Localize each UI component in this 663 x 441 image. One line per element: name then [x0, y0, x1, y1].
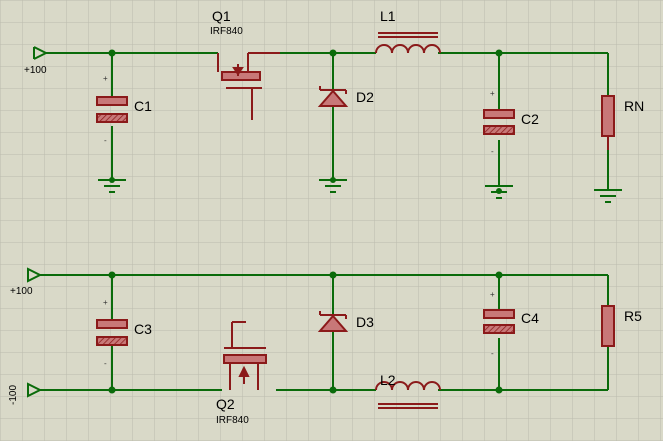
- component-ref: C2: [521, 111, 539, 127]
- inductor-l2[interactable]: L2: [375, 372, 441, 409]
- resistor-r5[interactable]: R5: [601, 305, 642, 347]
- component-part: IRF840: [216, 415, 249, 426]
- terminal-label: +100: [10, 286, 33, 297]
- component-ref: D2: [356, 89, 374, 105]
- capacitor-c1[interactable]: + - C1: [96, 74, 152, 145]
- pin-minus: -: [491, 349, 494, 358]
- pin-minus: -: [104, 359, 107, 368]
- terminal-bottom-return[interactable]: -100: [8, 382, 43, 405]
- terminal-label: -100: [8, 385, 19, 405]
- component-ref: D3: [356, 314, 374, 330]
- bottom-circuit: +100 -100 + - C3 Q2: [8, 267, 642, 426]
- component-ref: Q2: [216, 396, 235, 412]
- bottom-wires: [40, 274, 609, 391]
- pin-plus: +: [103, 74, 108, 83]
- pin-minus: -: [104, 136, 107, 145]
- capacitor-c4[interactable]: + - C4: [483, 290, 539, 358]
- component-ref: C1: [134, 98, 152, 114]
- component-ref: RN: [624, 98, 644, 114]
- top-junctions: [108, 49, 503, 194]
- diode-d2[interactable]: D2: [317, 86, 374, 107]
- terminal-label: +100: [24, 65, 47, 76]
- component-part: IRF840: [210, 26, 243, 37]
- pin-minus: -: [491, 147, 494, 156]
- top-wires: [46, 52, 609, 190]
- bottom-junctions: [108, 271, 503, 394]
- ground-icon: [319, 179, 347, 193]
- component-ref: C3: [134, 321, 152, 337]
- top-circuit: +100 Q1 IRF840 L1: [24, 8, 644, 203]
- terminal-arrow-icon: [33, 46, 47, 60]
- resistor-rn[interactable]: RN: [601, 95, 644, 150]
- ground-icon: [594, 189, 622, 203]
- capacitor-c2[interactable]: + - C2: [483, 89, 539, 156]
- component-ref: C4: [521, 310, 539, 326]
- diode-d3[interactable]: D3: [317, 311, 374, 332]
- terminal-top-supply[interactable]: +100: [24, 46, 47, 76]
- terminal-arrow-icon: [27, 267, 43, 283]
- ground-icon: [98, 179, 126, 193]
- inductor-l1[interactable]: L1: [375, 8, 441, 54]
- component-ref: L1: [380, 8, 396, 24]
- pin-plus: +: [490, 290, 495, 299]
- pin-plus: +: [103, 298, 108, 307]
- pin-plus: +: [490, 89, 495, 98]
- terminal-bottom-supply[interactable]: +100: [10, 267, 43, 297]
- capacitor-c3[interactable]: + - C3: [96, 298, 152, 368]
- mosfet-q2[interactable]: Q2 IRF840: [216, 321, 267, 426]
- ground-icon: [485, 185, 513, 199]
- mosfet-q1[interactable]: Q1 IRF840: [210, 8, 280, 120]
- component-ref: R5: [624, 308, 642, 324]
- component-ref: Q1: [212, 8, 231, 24]
- component-ref: L2: [380, 372, 396, 388]
- terminal-arrow-icon: [27, 382, 43, 398]
